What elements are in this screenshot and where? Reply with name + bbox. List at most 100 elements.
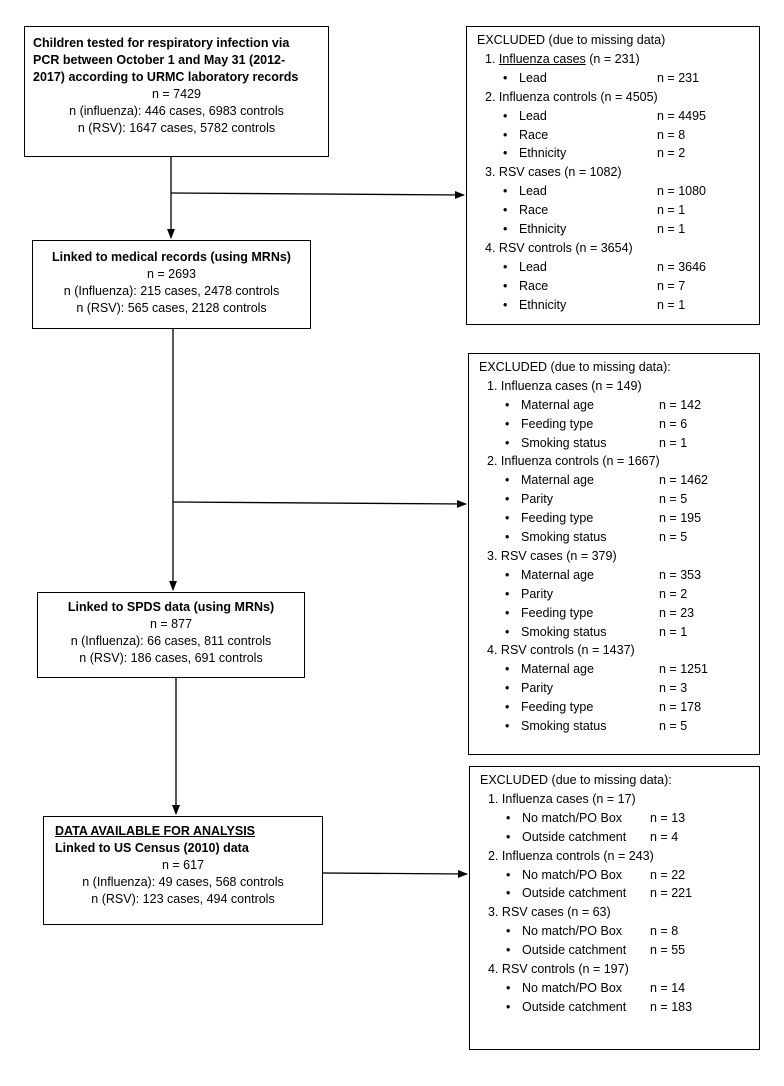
group-title: RSV controls [501,961,575,976]
excluded-group-title: 4. RSV controls (n = 3654) [477,239,759,258]
bullet-icon: • [505,719,510,733]
item-value: n = 142 [659,397,702,412]
item-value: n = 5 [659,492,688,507]
excluded-box-1: EXCLUDED (due to missing data)1. Influen… [466,26,760,325]
item-value: n = 8 [657,127,686,142]
item-value: n = 183 [650,999,693,1014]
group-number: 3. [488,905,499,920]
bullet-icon: • [506,810,511,825]
group-title: RSV cases [498,165,561,180]
item-label: Outside catchment [522,829,627,844]
box-line: n (RSV): 123 cases, 494 controls [91,892,275,906]
bullet-icon: • [505,700,510,715]
group-number: 4. [485,240,496,255]
bullet-icon: • [505,435,510,450]
item-value: n = 3 [659,681,688,696]
group-title: Influenza controls [498,89,597,104]
flow-box-tested: Children tested for respiratory infectio… [24,26,329,157]
group-count: (n = 4505) [600,89,658,104]
item-value: n = 5 [659,719,688,733]
group-count: (n = 3654) [575,240,633,255]
item-label: Smoking status [521,624,607,639]
group-number: 1. [488,791,499,806]
group-count: (n = 243) [603,848,654,863]
group-number: 3. [487,548,498,563]
item-value: n = 13 [650,810,686,825]
box-line: n = 617 [161,858,205,872]
excluded-header: EXCLUDED (due to missing data): [480,773,672,787]
flow-box-medical-records: Linked to medical records (using MRNs) n… [32,240,311,329]
box-line: n (Influenza): 49 cases, 568 controls [82,875,284,889]
bullet-icon: • [506,867,511,882]
box-bold-line: Linked to SPDS data (using MRNs) [67,600,275,614]
item-label: Race [519,127,549,142]
bullet-icon: • [503,108,508,123]
flow-box-analysis: DATA AVAILABLE FOR ANALYSIS Linked to US… [43,816,323,925]
item-label: Outside catchment [522,943,627,958]
excluded-group-title: 2. Influenza controls (n = 4505) [477,88,759,107]
group-title: RSV controls [500,643,574,658]
item-label: Maternal age [521,567,594,582]
bullet-icon: • [505,530,510,545]
item-value: n = 1 [659,624,688,639]
box-bold-line: Linked to US Census (2010) data [55,841,249,855]
group-number: 4. [488,961,499,976]
item-value: n = 7 [657,278,686,293]
excluded-group-title: 2. Influenza controls (n = 1667) [479,452,759,471]
item-label: Maternal age [521,397,594,412]
group-title: RSV controls [498,240,572,255]
excluded-item: • Maternal age n = 142 [479,396,759,415]
analysis-title: DATA AVAILABLE FOR ANALYSIS [55,824,255,838]
bullet-icon: • [506,924,511,939]
bullet-icon: • [505,397,510,412]
item-label: Maternal age [521,473,594,488]
item-value: n = 22 [650,867,686,882]
item-value: n = 195 [659,511,702,526]
item-value: n = 1 [657,221,686,236]
box-line: n (Influenza): 66 cases, 811 controls [70,634,272,648]
item-label: Maternal age [521,662,594,677]
item-value: n = 6 [659,416,688,431]
item-value: n = 1251 [659,662,709,677]
bullet-icon: • [506,999,511,1014]
group-count: (n = 1082) [564,165,622,180]
excluded-header: EXCLUDED (due to missing data): [479,360,671,374]
item-value: n = 55 [650,943,686,958]
item-label: Feeding type [521,605,594,620]
bullet-icon: • [506,943,511,958]
group-title: Influenza cases [501,791,589,806]
item-value: n = 23 [659,605,695,620]
bullet-icon: • [505,567,510,582]
item-value: n = 3646 [657,259,707,274]
item-label: Lead [519,70,547,85]
excluded-group-title: 4. RSV controls (n = 197) [480,960,759,979]
excluded-group-title: 1. Influenza cases (n = 149) [479,377,759,396]
group-number: 2. [488,848,499,863]
item-label: No match/PO Box [522,867,623,882]
group-number: 1. [485,51,496,66]
item-label: Feeding type [521,511,594,526]
item-value: n = 14 [650,980,686,995]
bullet-icon: • [505,586,510,601]
item-label: No match/PO Box [522,810,623,825]
excluded-item: • No match/PO Box n = 22 [480,866,759,885]
box-line: n (RSV): 1647 cases, 5782 controls [77,121,276,135]
item-value: n = 4 [650,829,679,844]
flow-box-spds: Linked to SPDS data (using MRNs) n = 877… [37,592,305,678]
box-line: n (influenza): 446 cases, 6983 controls [69,104,284,118]
excluded-box-3: EXCLUDED (due to missing data): 1. Influe… [469,766,760,1050]
box-bold-line: Linked to medical records (using MRNs) [52,250,291,264]
